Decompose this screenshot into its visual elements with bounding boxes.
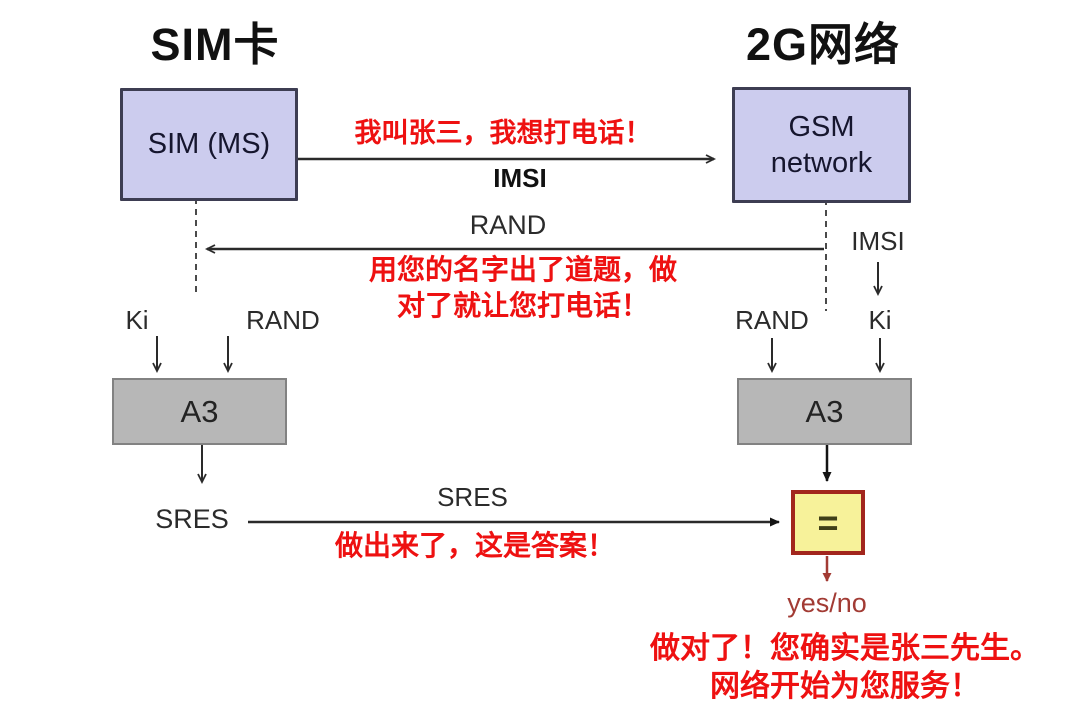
- msg3-annotation: 做出来了，这是答案！: [334, 530, 615, 561]
- equals-sign: =: [817, 501, 839, 543]
- left-sres-label: SRES: [155, 504, 229, 534]
- msg1-imsi-label: IMSI: [493, 163, 547, 193]
- sim-ms-box-label: SIM (MS): [147, 128, 271, 161]
- yes-no-label: yes/no: [787, 588, 867, 618]
- right-imsi-label: IMSI: [851, 226, 905, 256]
- msg2-rand-label: RAND: [469, 210, 547, 240]
- sim-ms-box: SIM (MS): [120, 88, 298, 201]
- msg2-annotation-line1: 用您的名字出了道题，做: [368, 254, 677, 285]
- gsm-network-box-label-line2: network: [770, 147, 873, 179]
- sim-card-title: SIM卡: [150, 19, 280, 70]
- gsm-network-box-label-line1: GSM: [788, 110, 855, 143]
- result-annotation-line2: 网络开始为您服务！: [710, 670, 980, 704]
- result-annotation-line1: 做对了！您确实是张三先生。: [650, 632, 1040, 665]
- msg3-sres-label: SRES: [437, 482, 508, 512]
- right-a3-label: A3: [805, 393, 844, 429]
- result-annotation: 做对了！您确实是张三先生。 网络开始为您服务！: [610, 630, 1080, 707]
- right-a3-box: A3: [737, 378, 912, 445]
- msg2-annotation-line2: 对了就让您打电话！: [396, 289, 649, 321]
- left-a3-box: A3: [112, 378, 287, 445]
- gsm-network-box: GSM network: [732, 87, 911, 203]
- right-ki-label: Ki: [868, 305, 892, 335]
- msg1-annotation: 我叫张三，我想打电话！: [354, 118, 652, 148]
- msg2-annotation: 用您的名字出了道题，做 对了就让您打电话！: [328, 252, 718, 324]
- left-ki-label: Ki: [125, 305, 149, 335]
- left-rand-label: RAND: [246, 305, 320, 335]
- 2g-network-title: 2G网络: [745, 19, 901, 70]
- equals-comparison-box: =: [791, 490, 865, 555]
- right-rand-label: RAND: [735, 305, 809, 335]
- left-a3-label: A3: [180, 393, 219, 429]
